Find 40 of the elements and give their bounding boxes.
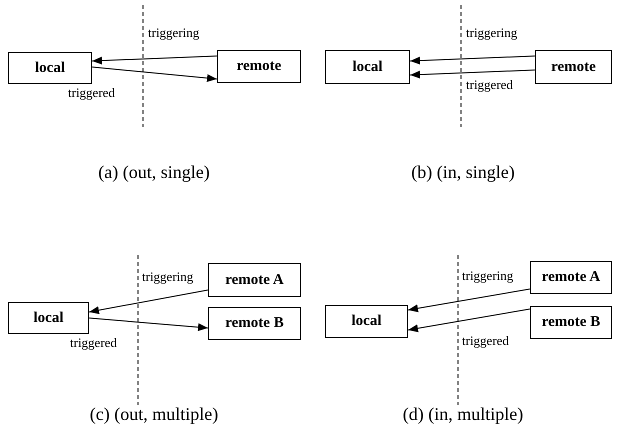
arrow — [408, 308, 530, 332]
box-label: remote A — [542, 268, 600, 288]
box-label: remote — [551, 58, 596, 77]
box-label: remote B — [542, 313, 600, 332]
arrow — [408, 288, 530, 312]
box-label: local — [352, 58, 382, 77]
box-label: remote A — [225, 270, 284, 290]
box-label: local — [352, 312, 382, 332]
process-box — [8, 52, 92, 84]
process-box — [8, 302, 89, 334]
edge-label: triggered — [68, 86, 115, 99]
process-box — [208, 263, 301, 297]
arrow — [92, 66, 218, 82]
process-box — [530, 306, 612, 339]
edge-label: triggered — [70, 336, 117, 349]
edge-label: triggering — [462, 269, 514, 282]
caption: (b) (in, single) — [411, 163, 515, 181]
box-label: local — [34, 308, 64, 328]
box-label: remote B — [225, 314, 284, 334]
arrow — [88, 290, 208, 314]
arrow — [92, 56, 218, 65]
arrow — [410, 70, 536, 79]
process-box — [217, 50, 301, 83]
edge-label: triggered — [466, 78, 513, 91]
process-box — [208, 307, 301, 340]
edge-label: triggering — [466, 26, 518, 39]
caption: (c) (out, multiple) — [90, 405, 218, 423]
box-label: local — [35, 58, 65, 78]
arrow — [88, 318, 208, 332]
process-box — [325, 305, 408, 338]
process-box — [535, 50, 612, 84]
edge-label: triggering — [148, 26, 200, 39]
edge-label: triggered — [462, 334, 509, 347]
caption: (a) (out, single) — [98, 163, 210, 181]
arrow — [410, 56, 536, 65]
caption: (d) (in, multiple) — [402, 405, 524, 423]
box-label: remote — [236, 57, 282, 76]
process-box — [325, 50, 410, 84]
edge-label: triggering — [142, 270, 194, 283]
process-box — [530, 261, 612, 294]
